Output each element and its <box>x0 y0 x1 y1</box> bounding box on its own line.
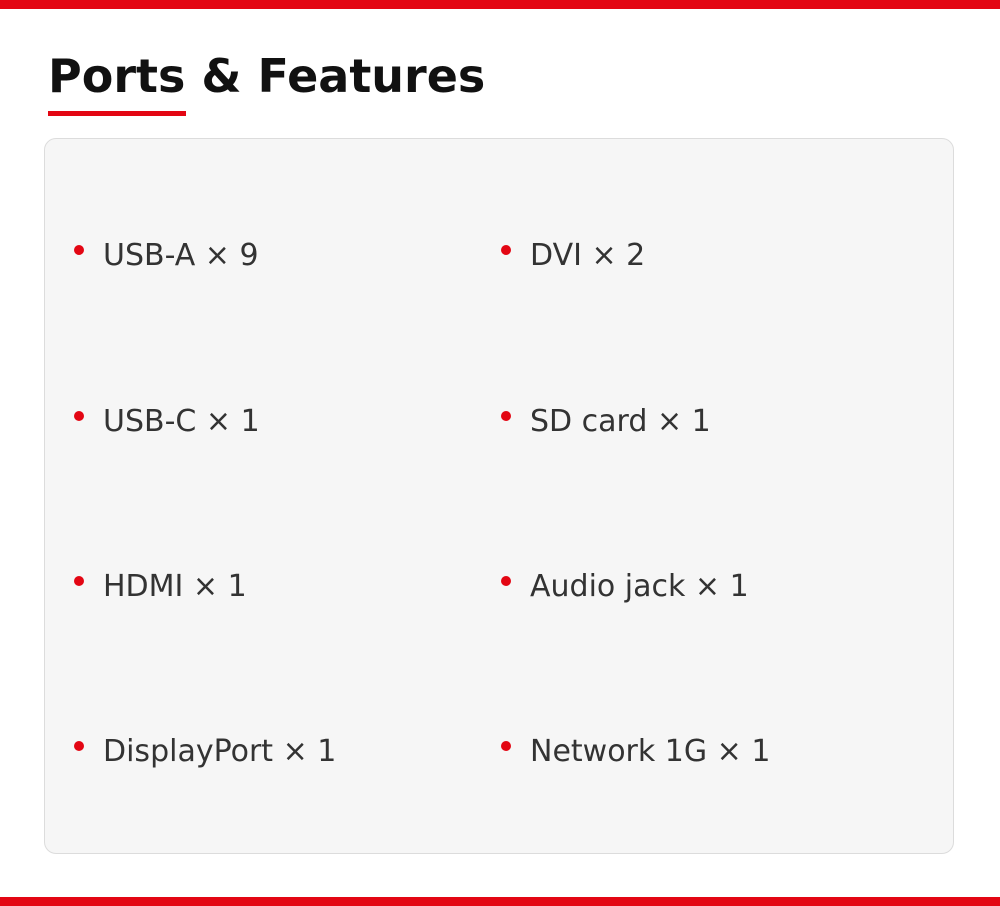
feature-item-network: Network 1G × 1 <box>501 721 770 781</box>
feature-item-usb-c: USB-C × 1 <box>74 391 260 451</box>
feature-label: HDMI × 1 <box>103 568 247 604</box>
feature-item-audio-jack: Audio jack × 1 <box>501 556 749 616</box>
bullet-icon <box>74 245 84 255</box>
feature-label: USB-A × 9 <box>103 237 259 273</box>
bullet-icon <box>501 245 511 255</box>
bullet-icon <box>501 411 511 421</box>
feature-item-dvi: DVI × 2 <box>501 225 645 285</box>
feature-label: DVI × 2 <box>530 237 646 273</box>
feature-label: USB-C × 1 <box>103 403 260 439</box>
bullet-icon <box>74 576 84 586</box>
feature-item-sd-card: SD card × 1 <box>501 391 711 451</box>
page-title: Ports & Features <box>48 49 486 103</box>
feature-label: DisplayPort × 1 <box>103 733 337 769</box>
bullet-icon <box>74 741 84 751</box>
feature-label: Audio jack × 1 <box>530 568 749 604</box>
bullet-icon <box>501 741 511 751</box>
features-card: USB-A × 9 DVI × 2 USB-C × 1 SD card × 1 … <box>44 138 954 854</box>
bottom-accent-bar <box>0 897 1000 906</box>
feature-item-displayport: DisplayPort × 1 <box>74 721 336 781</box>
title-underline <box>48 111 186 116</box>
bullet-icon <box>74 411 84 421</box>
top-accent-bar <box>0 0 1000 9</box>
feature-label: Network 1G × 1 <box>530 733 771 769</box>
feature-label: SD card × 1 <box>530 403 711 439</box>
bullet-icon <box>501 576 511 586</box>
feature-item-usb-a: USB-A × 9 <box>74 225 259 285</box>
feature-item-hdmi: HDMI × 1 <box>74 556 247 616</box>
